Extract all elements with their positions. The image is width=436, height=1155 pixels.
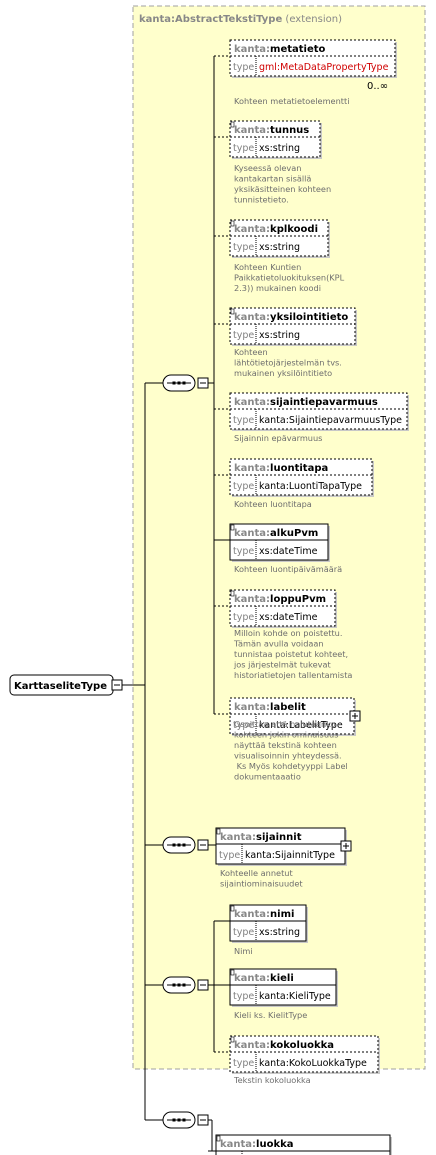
type-label: type — [233, 1058, 254, 1069]
element-icon — [230, 969, 235, 976]
element-icon — [230, 121, 235, 128]
type-label: type — [233, 720, 254, 731]
type-value-loppuPvm: xs:dateTime — [259, 612, 318, 623]
element-box-labelit[interactable]: kanta:labelit type kanta:LabelitType — [229, 697, 361, 736]
element-icon — [230, 308, 235, 315]
element-box-luokka[interactable]: kanta:luokkatypekanta:KarttaseliteLuokka… — [215, 1134, 392, 1155]
element-name-luontitapa: kanta:luontitapa — [234, 463, 328, 474]
type-label: type — [233, 612, 254, 623]
type-label: type — [233, 415, 254, 426]
type-label: type — [233, 927, 254, 938]
type-value-luontitapa: kanta:LuontiTapaType — [259, 481, 362, 492]
type-label: type — [233, 991, 254, 1002]
element-name-metatieto: kanta:metatieto — [234, 44, 326, 55]
element-box-sijaintiepavarmuus[interactable]: kanta:sijaintiepavarmuus type kanta:Sijain… — [229, 392, 409, 431]
sequence-compositor-luokka[interactable] — [162, 1111, 209, 1129]
sequence-compositor-teksti[interactable] — [162, 976, 209, 994]
type-label: type — [233, 330, 254, 341]
type-label: type — [233, 62, 254, 73]
doc-kokoluokka: Tekstin kokoluokka — [233, 1075, 311, 1085]
element-icon — [216, 828, 221, 835]
expand-icon[interactable] — [349, 710, 361, 722]
sequence-compositor-sijainnit[interactable] — [162, 836, 209, 854]
type-value-kplkoodi: xs:string — [259, 242, 300, 253]
element-box-alkuPvm[interactable]: kanta:alkuPvm type xs:dateTime — [229, 523, 330, 562]
element-name-alkuPvm: kanta:alkuPvm — [234, 528, 318, 539]
element-icon — [230, 220, 235, 227]
sequence-compositor-main[interactable] — [162, 374, 209, 392]
element-name-kokoluokka: kanta:kokoluokka — [234, 1040, 334, 1051]
type-value-sijainnit: kanta:SijainnitType — [245, 850, 335, 861]
element-box-nimi[interactable]: kanta:nimi type xs:string — [229, 904, 308, 943]
root-type-name: KarttaseliteType — [14, 681, 107, 692]
element-name-loppuPvm: kanta:loppuPvm — [234, 594, 326, 605]
doc-alkuPvm: Kohteen luontipäivämäärä — [234, 564, 342, 574]
element-icon — [230, 524, 235, 531]
element-name-yksilointitieto: kanta:yksilointitieto — [234, 312, 348, 323]
type-value-kieli: kanta:KieliType — [259, 991, 331, 1002]
element-name-sijaintiepavarmuus: kanta:sijaintiepavarmuus — [234, 397, 378, 408]
type-label: type — [219, 850, 240, 861]
type-value-alkuPvm: xs:dateTime — [259, 546, 318, 557]
element-box-kieli[interactable]: kanta:kieli type kanta:KieliType — [229, 968, 338, 1007]
type-label: type — [233, 242, 254, 253]
doc-sijaintiepavarmuus: Sijainnin epävarmuus — [234, 433, 322, 443]
element-name-kplkoodi: kanta:kplkoodi — [234, 224, 318, 235]
doc-nimi: Nimi — [234, 946, 253, 956]
multiplicity-metatieto: 0..∞ — [367, 81, 388, 92]
type-label: type — [233, 143, 254, 154]
type-value-metatieto: gml:MetaDataPropertyType — [259, 62, 389, 73]
root-type-box[interactable]: KarttaseliteType — [9, 674, 123, 696]
doc-metatieto: Kohteen metatietoelementti — [234, 96, 349, 106]
element-icon — [230, 1036, 235, 1043]
extension-title: kanta:AbstractTekstiType (extension) — [139, 14, 342, 25]
element-box-kokoluokka[interactable]: kanta:kokoluokka type kanta:KokoLuokkaType — [229, 1035, 380, 1074]
element-box-kplkoodi[interactable]: kanta:kplkoodi type xs:string — [229, 219, 330, 258]
connector-lines — [122, 55, 230, 1152]
type-value-sijaintiepavarmuus: kanta:SijaintiepavarmuusType — [259, 415, 402, 426]
type-value-labelit: kanta:LabelitType — [259, 720, 343, 731]
expand-icon[interactable] — [340, 840, 352, 852]
element-box-metatieto[interactable]: kanta:metatieto type gml:MetaDataPropertyT… — [229, 39, 397, 92]
element-icon — [230, 590, 235, 597]
element-name-luokka: kanta:luokka — [220, 1139, 294, 1150]
element-name-tunnus: kanta:tunnus — [234, 125, 309, 136]
type-value-nimi: xs:string — [259, 927, 300, 938]
element-icon — [216, 1135, 221, 1142]
type-label: type — [233, 546, 254, 557]
doc-loppuPvm: Milloin kohde on poistettu.Tämän avulla … — [233, 628, 352, 680]
element-box-sijainnit[interactable]: kanta:sijainnit type kanta:SijainnitType — [215, 827, 352, 866]
type-value-tunnus: xs:string — [259, 143, 300, 154]
doc-luontitapa: Kohteen luontitapa — [234, 499, 312, 509]
type-value-yksilointitieto: xs:string — [259, 330, 300, 341]
element-name-nimi: kanta:nimi — [234, 909, 294, 920]
element-name-kieli: kanta:kieli — [234, 973, 294, 984]
element-name-labelit: kanta:labelit — [234, 702, 306, 713]
type-value-kokoluokka: kanta:KokoLuokkaType — [259, 1058, 367, 1069]
element-box-yksilointitieto[interactable]: kanta:yksilointitieto type xs:string — [229, 307, 357, 346]
type-label: type — [233, 481, 254, 492]
doc-kieli: Kieli ks. KielitType — [234, 1010, 307, 1020]
element-name-sijainnit: kanta:sijainnit — [220, 832, 302, 843]
element-box-tunnus[interactable]: kanta:tunnus type xs:string — [229, 120, 322, 159]
element-box-luontitapa[interactable]: kanta:luontitapa type kanta:LuontiTapaType — [229, 458, 374, 497]
element-box-loppuPvm[interactable]: kanta:loppuPvm type xs:dateTime — [229, 589, 337, 628]
element-icon — [230, 905, 235, 912]
